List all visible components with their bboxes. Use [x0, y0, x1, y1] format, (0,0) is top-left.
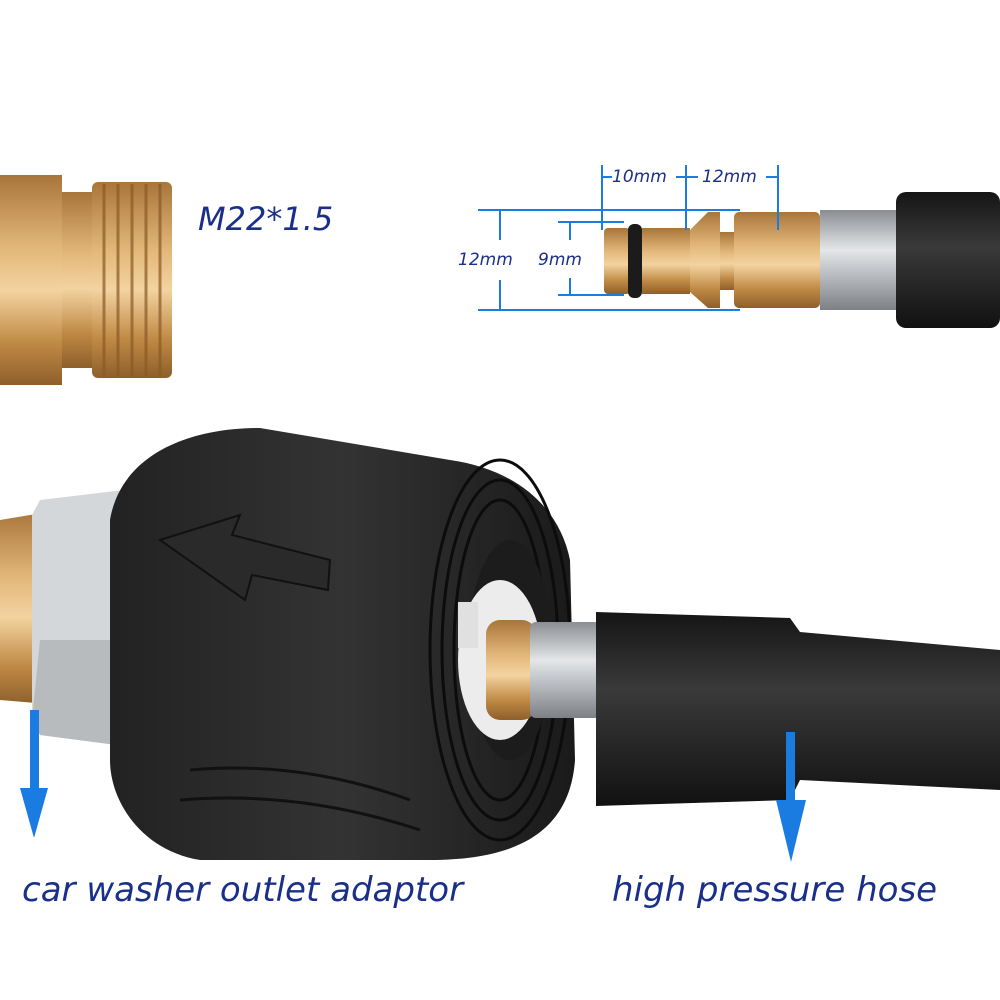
m22-brass-fitting	[0, 175, 172, 385]
pointer-arrows	[20, 710, 806, 862]
dimension-outer-diameter: 12mm	[458, 250, 513, 270]
caption-outlet-adaptor: car washer outlet adaptor	[22, 870, 464, 910]
dimension-length-body: 12mm	[702, 167, 757, 187]
dimension-length-tip: 10mm	[612, 167, 667, 187]
thread-spec-label: M22*1.5	[198, 200, 334, 238]
dimension-inner-diameter: 9mm	[538, 250, 582, 270]
caption-high-pressure-hose: high pressure hose	[612, 870, 938, 910]
outlet-adaptor-assembly	[0, 428, 1000, 860]
dimension-lines	[478, 165, 779, 311]
quick-connector-plug	[604, 192, 1000, 328]
